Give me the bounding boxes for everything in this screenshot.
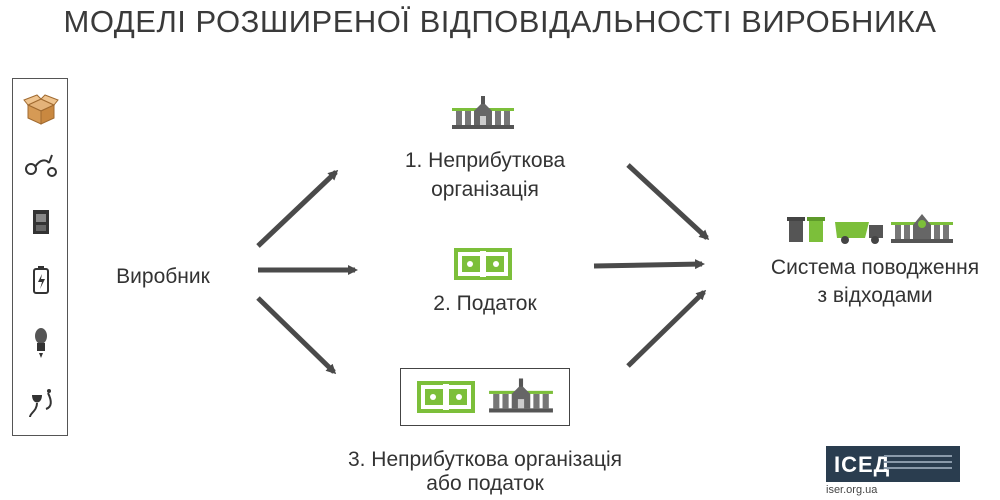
page-title: МОДЕЛІ РОЗШИРЕНОЇ ВІДПОВІДАЛЬНОСТІ ВИРОБ… (63, 4, 937, 39)
garbage-truck-icon (835, 222, 883, 244)
battery-icon (33, 266, 49, 294)
waste-system-label: Система поводження з відходами (770, 256, 980, 307)
combined-model-box (400, 368, 570, 426)
nonprofit-label: 1. Неприбуткова організація (404, 149, 566, 201)
combined-label: 3. Неприбуткова організація або податок (347, 448, 623, 495)
recycling-plant-icon (891, 214, 953, 243)
electronics-icon (33, 210, 49, 234)
light-bulb-icon (35, 328, 47, 358)
iser-url: iser.org.ua (826, 484, 878, 496)
arrow-producer-to-combined (256, 296, 337, 375)
waste-types-sidebar (12, 78, 68, 436)
arrow-tax-to-system (593, 259, 705, 270)
tax-money-icon (417, 381, 475, 413)
oil-icon (29, 389, 52, 418)
nonprofit-building-icon (489, 378, 553, 413)
tires-icon (25, 154, 57, 177)
waste-bins-icon (787, 217, 825, 242)
tax-label: 2. Податок (433, 292, 537, 315)
waste-system-icons (787, 214, 953, 244)
arrow-combined-to-system (626, 289, 707, 368)
iser-logo: ІСЕД (826, 446, 960, 482)
arrow-nonprofit-to-system (626, 163, 710, 241)
tax-money-icon (454, 248, 512, 280)
producer-label: Виробник (116, 265, 210, 288)
arrow-producer-to-nonprofit (256, 169, 339, 248)
nonprofit-building-icon (452, 96, 514, 129)
packaging-box-icon (23, 94, 59, 125)
